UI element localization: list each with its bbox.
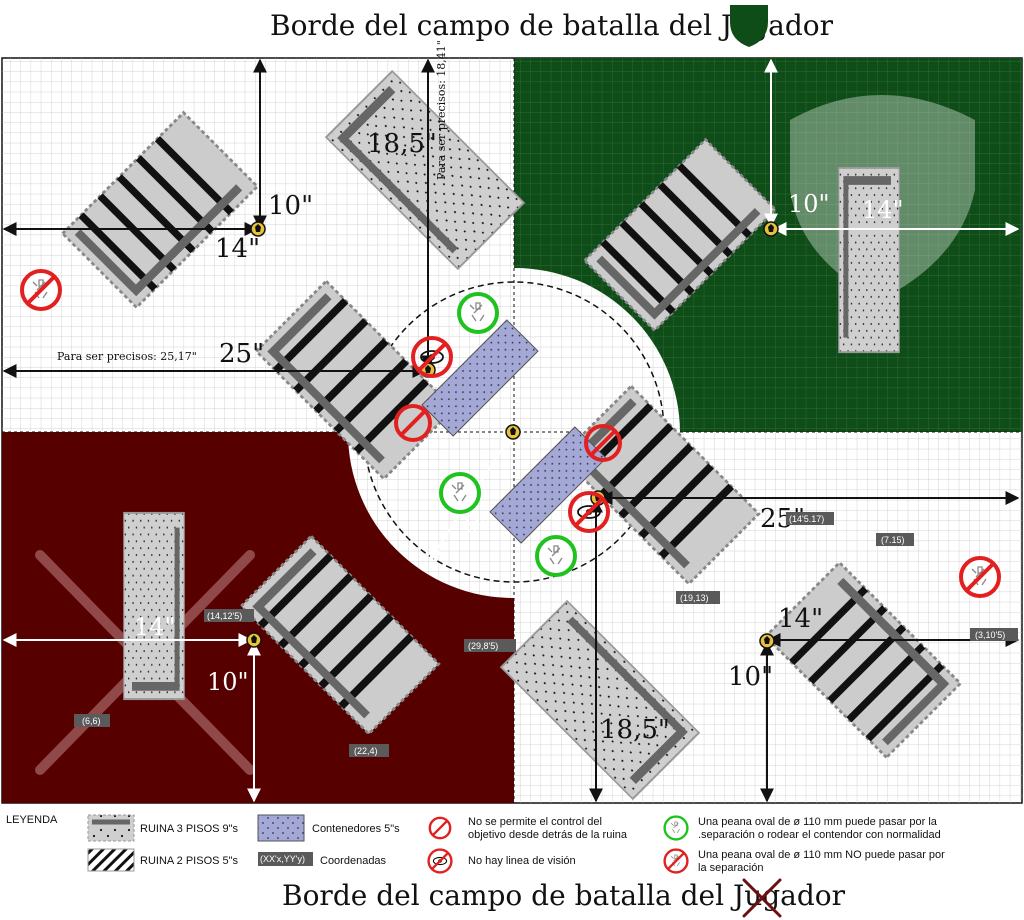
legend-can-pass-2: .separación o rodear el contendor con no…	[698, 829, 941, 841]
legend-can-pass-1: Una peana oval de ø 110 mm puede pasar p…	[698, 816, 938, 828]
objective-marker-center	[505, 424, 521, 440]
legend-heading: LEYENDA	[6, 814, 58, 826]
measure-bottom-left-14: 14"	[134, 613, 176, 641]
measure-center-9: 9"	[465, 510, 491, 538]
measure-top-right-10: 10"	[788, 190, 830, 218]
svg-text:(19,13): (19,13)	[680, 593, 709, 603]
legend-no-control-2: objetivo desde detrás de la ruina	[468, 829, 628, 841]
legend: LEYENDA RUINA 3 PISOS 9"s RUINA 2 PISOS …	[6, 814, 945, 874]
legend-ruin-2: RUINA 2 PISOS 5"s	[140, 855, 239, 867]
crossed-swords-icon	[742, 878, 782, 918]
measure-bottom-left-10: 10"	[207, 668, 249, 696]
no-control-icon	[428, 816, 452, 840]
legend-cannot-pass-2: la separación	[698, 862, 763, 874]
coord-badge: (19,13)	[676, 591, 720, 604]
measure-top-right-14: 14"	[862, 196, 904, 224]
can-pass-icon	[457, 292, 499, 334]
legend-coords: Coordenadas	[320, 855, 387, 867]
coord-badge: (14,12'5)	[204, 609, 254, 622]
shield-icon	[730, 5, 768, 47]
svg-text:(7.15): (7.15)	[881, 535, 905, 545]
measure-top-left-14: 14"	[215, 234, 260, 264]
svg-text:(14'5.17): (14'5.17)	[789, 514, 824, 524]
legend-containers: Contenedores 5"s	[312, 823, 400, 835]
legend-coords-sample: (XX'x,YY'y)	[260, 854, 305, 864]
svg-text:(14,12'5): (14,12'5)	[207, 611, 242, 621]
objective-marker-bottom-right	[759, 633, 775, 649]
svg-text:(22,4): (22,4)	[354, 746, 378, 756]
container-top	[421, 319, 539, 437]
measure-top-left-10: 10"	[268, 191, 313, 221]
legend-ruin-3: RUINA 3 PISOS 9"s	[140, 823, 239, 835]
measure-top-center-18-5: 18,5"	[367, 129, 437, 159]
coord-badge: (29,8'5)	[464, 639, 516, 652]
measure-bottom-right-14: 14"	[778, 604, 823, 634]
coord-badge: (7.15)	[876, 533, 914, 546]
no-pass-icon	[663, 848, 689, 874]
measure-bottom-right-10: 10"	[728, 662, 773, 692]
can-pass-icon	[535, 535, 577, 577]
legend-cannot-pass-1: Una peana oval de ø 110 mm NO puede pasa…	[698, 849, 945, 861]
coord-badge: (6,6)	[74, 714, 110, 727]
ruin-3-floors-left	[124, 513, 185, 699]
svg-text:(29,8'5): (29,8'5)	[468, 641, 498, 651]
no-line-of-sight-icon	[427, 848, 453, 874]
can-pass-icon	[663, 815, 689, 841]
objective-marker-top-right	[763, 221, 779, 237]
measure-left-precise: Para ser precisos: 25,17"	[57, 350, 197, 363]
objective-marker-bottom-left	[246, 632, 262, 648]
no-pass-icon	[20, 269, 62, 311]
svg-text:(3,10'5): (3,10'5)	[975, 630, 1005, 640]
no-pass-icon	[959, 556, 1001, 598]
measure-bottom-center-18-5: 18,5"	[600, 715, 670, 745]
measure-left-25: 25"	[219, 339, 264, 369]
coord-badge: (14'5.17)	[786, 512, 834, 525]
legend-no-control-1: No se permite el control del	[468, 816, 602, 828]
coord-badge: (22,4)	[349, 744, 389, 757]
can-pass-icon	[439, 472, 481, 514]
measure-top-center-precise: Para ser precisos: 18,41"	[435, 40, 448, 180]
coord-badge: (3,10'5)	[970, 628, 1018, 641]
legend-no-los: No hay linea de visión	[468, 855, 576, 867]
svg-text:(6,6): (6,6)	[82, 716, 101, 726]
